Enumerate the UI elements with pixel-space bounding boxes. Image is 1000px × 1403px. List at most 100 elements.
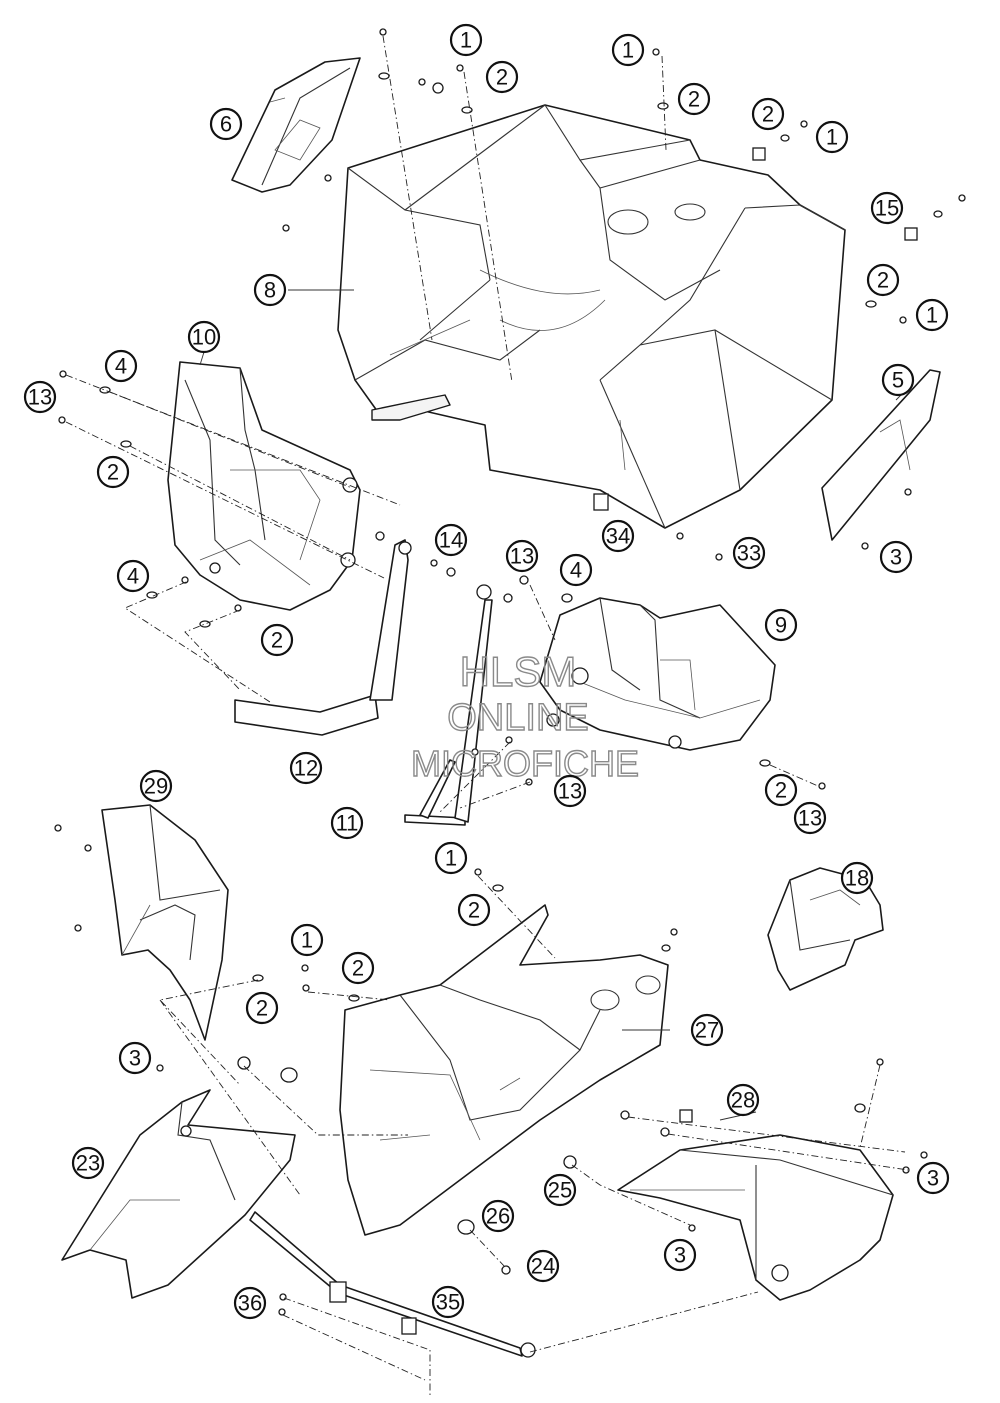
callout-label: 18 [845, 866, 869, 891]
callout-4: 4 [116, 559, 150, 593]
callout-1: 1 [434, 841, 468, 875]
callout-label: 2 [496, 65, 508, 90]
part-28-fender [617, 1134, 894, 1301]
callouts: 1 1 1 1 1 1 2 2 2 2 2 2 2 2 2 2 3 3 3 3 … [23, 23, 950, 1320]
callout-label: 2 [107, 460, 119, 485]
callout-label: 13 [798, 806, 822, 831]
callout-3: 3 [916, 1161, 950, 1195]
callout-4: 4 [559, 553, 593, 587]
callout-label: 27 [695, 1018, 719, 1043]
callout-2: 2 [764, 773, 798, 807]
callout-label: 13 [28, 385, 52, 410]
part-6-trim-panel [231, 57, 361, 193]
callout-23: 23 [71, 1146, 105, 1180]
part-27-main-body [339, 904, 669, 1236]
callout-label: 33 [737, 541, 761, 566]
callout-15: 15 [870, 191, 904, 225]
part-23-fender [61, 1089, 296, 1299]
callout-11: 11 [330, 806, 364, 840]
callout-34: 34 [601, 519, 635, 553]
part-5-side-panel [821, 369, 941, 541]
callout-26: 26 [481, 1199, 515, 1233]
callout-5: 5 [881, 363, 915, 397]
callout-1: 1 [915, 298, 949, 332]
callout-label: 23 [76, 1151, 100, 1176]
callout-label: 5 [892, 368, 904, 393]
callout-2: 2 [260, 623, 294, 657]
leader-lines [65, 35, 909, 1395]
callout-33: 33 [732, 536, 766, 570]
callout-label: 34 [606, 524, 630, 549]
callout-12: 12 [289, 751, 323, 785]
part-12-bracket [234, 539, 412, 736]
callout-4: 4 [104, 349, 138, 383]
callout-13: 13 [23, 380, 57, 414]
callout-3: 3 [663, 1238, 697, 1272]
callout-1: 1 [815, 120, 849, 154]
callout-label: 25 [548, 1178, 572, 1203]
callout-label: 24 [531, 1254, 555, 1279]
callout-28: 28 [726, 1083, 760, 1117]
callout-29: 29 [139, 769, 173, 803]
callout-label: 3 [129, 1046, 141, 1071]
callout-label: 3 [927, 1166, 939, 1191]
part-18-cover [767, 867, 884, 991]
callout-label: 3 [890, 545, 902, 570]
callout-25: 25 [543, 1173, 577, 1207]
part-9-inner-fender [539, 597, 776, 751]
callout-label: 8 [264, 278, 276, 303]
callout-label: 2 [775, 778, 787, 803]
callout-label: 4 [115, 354, 127, 379]
callout-label: 6 [220, 112, 232, 137]
callout-label: 10 [192, 325, 216, 350]
callout-1: 1 [290, 923, 324, 957]
callout-1: 1 [449, 23, 483, 57]
part-8-rear-body [337, 104, 846, 529]
callout-13: 13 [793, 801, 827, 835]
callout-label: 1 [926, 303, 938, 328]
callout-label: 9 [775, 613, 787, 638]
callout-label: 13 [558, 779, 582, 804]
watermark-line-2: ONLINE [447, 697, 588, 739]
callout-label: 2 [256, 996, 268, 1021]
callout-label: 36 [238, 1291, 262, 1316]
part-11-bracket [404, 584, 493, 826]
callout-label: 28 [731, 1088, 755, 1113]
watermark: HLSM ONLINE MICROFICHE [410, 647, 639, 784]
callout-label: 2 [688, 87, 700, 112]
callout-label: 1 [622, 38, 634, 63]
callout-2: 2 [96, 455, 130, 489]
callout-9: 9 [764, 608, 798, 642]
watermark-line-3: MICROFICHE [411, 743, 639, 784]
callout-36: 36 [233, 1286, 267, 1320]
callout-label: 4 [570, 558, 582, 583]
callout-35: 35 [431, 1285, 465, 1319]
callout-10: 10 [187, 320, 221, 354]
callout-label: 12 [294, 756, 318, 781]
callout-label: 35 [436, 1290, 460, 1315]
callout-label: 29 [144, 774, 168, 799]
callout-2: 2 [677, 82, 711, 116]
callout-label: 2 [468, 898, 480, 923]
callout-14: 14 [434, 523, 468, 557]
callout-label: 2 [762, 102, 774, 127]
callout-label: 2 [352, 956, 364, 981]
callout-2: 2 [457, 893, 491, 927]
callout-label: 1 [826, 125, 838, 150]
hardware-items [54, 28, 966, 1316]
callout-3: 3 [118, 1041, 152, 1075]
callout-2: 2 [341, 951, 375, 985]
callout-2: 2 [866, 263, 900, 297]
callout-label: 2 [877, 268, 889, 293]
part-35-stay [249, 1211, 536, 1358]
callout-1: 1 [611, 33, 645, 67]
callout-label: 1 [301, 928, 313, 953]
watermark-line-1: HLSM [460, 648, 577, 695]
callout-label: 1 [445, 846, 457, 871]
callout-2: 2 [245, 991, 279, 1025]
callout-label: 3 [674, 1243, 686, 1268]
callout-18: 18 [840, 861, 874, 895]
callout-label: 11 [336, 811, 359, 836]
callout-label: 14 [439, 528, 463, 553]
